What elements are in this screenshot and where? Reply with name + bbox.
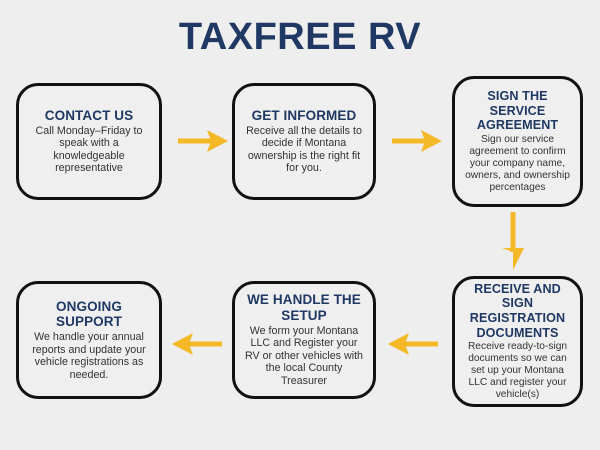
arrow-down-icon (500, 212, 526, 270)
step-card-we-handle-the-setup: WE HANDLE THE SETUP We form your Montana… (232, 281, 376, 399)
step-card-sign-the-service-agreement: SIGN THE SERVICE AGREEMENT Sign our serv… (452, 76, 583, 207)
step-body: Sign our service agreement to confirm yo… (465, 133, 570, 193)
step-card-get-informed: GET INFORMED Receive all the details to … (232, 83, 376, 200)
step-heading: RECEIVE AND SIGN REGISTRATION DOCUMENTS (469, 281, 566, 340)
step-heading: WE HANDLE THE SETUP (247, 292, 361, 323)
arrow-left-icon (388, 331, 438, 357)
step-body: Receive all the details to decide if Mon… (246, 124, 362, 175)
step-card-receive-and-sign-registration-documents: RECEIVE AND SIGN REGISTRATION DOCUMENTS … (452, 276, 583, 407)
step-body: Receive ready-to-sign documents so we ca… (467, 341, 568, 401)
step-heading: SIGN THE SERVICE AGREEMENT (476, 89, 559, 133)
step-body: We handle your annual reports and update… (32, 330, 146, 381)
step-body: We form your Montana LLC and Register yo… (244, 324, 363, 388)
step-card-contact-us: CONTACT US Call Monday–Friday to speak w… (16, 83, 162, 200)
arrow-left-icon (172, 331, 222, 357)
step-heading: ONGOING SUPPORT (56, 298, 122, 330)
arrow-right-icon (178, 128, 228, 154)
page-title: TAXFREE RV (178, 16, 422, 58)
step-card-ongoing-support: ONGOING SUPPORT We handle your annual re… (16, 281, 162, 399)
step-heading: CONTACT US (44, 107, 134, 123)
step-body: Call Monday–Friday to speak with a knowl… (35, 124, 143, 175)
step-heading: GET INFORMED (251, 107, 357, 123)
arrow-right-icon (392, 128, 442, 154)
